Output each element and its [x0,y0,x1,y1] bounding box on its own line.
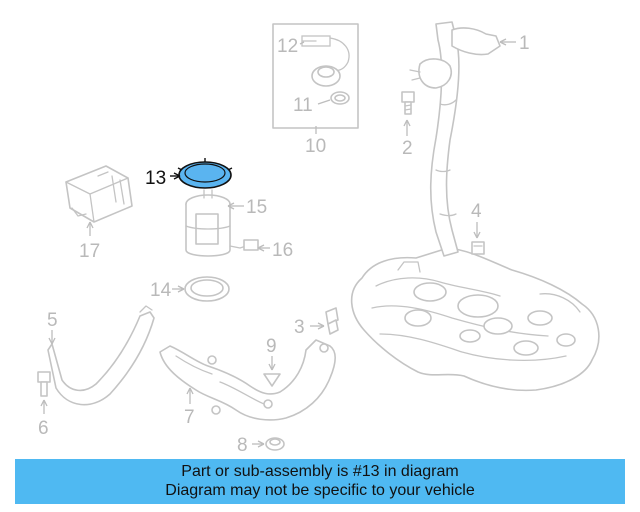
callout-7: 7 [184,407,195,428]
filler-neck [409,21,501,257]
pump-seal-ring [184,276,230,302]
callout-17: 17 [79,241,100,262]
nut-8 [265,437,285,451]
callout-3: 3 [294,317,305,338]
callout-14: 14 [150,280,172,301]
callout-6: 6 [38,418,49,439]
fuel-tank [350,247,600,392]
fuel-level-sender [229,239,259,251]
callout-5: 5 [47,310,58,331]
callout-12: 12 [277,36,298,57]
lock-ring-highlighted[interactable] [177,158,233,189]
fuel-pump-control-module [65,165,133,223]
callout-4: 4 [471,201,482,222]
notice-line-disclaimer: Diagram may not be specific to your vehi… [165,482,475,499]
bolt-6 [37,371,51,397]
tank-strap [47,305,155,406]
fuel-pump-assembly [185,189,231,257]
callout-11: 11 [293,95,313,116]
callout-9: 9 [266,336,277,357]
heat-shield-bracket [159,339,337,421]
callout-8: 8 [237,435,248,456]
fuel-cap-group [272,23,359,129]
bolt-3 [325,307,339,335]
bolt-2 [401,91,415,115]
nut-9 [263,373,281,387]
callout-16: 16 [272,240,293,261]
callout-13-highlighted: 13 [145,168,166,189]
bolt-4 [471,241,485,255]
callout-1: 1 [519,33,530,54]
notice-line-part: Part or sub-assembly is #13 in diagram [181,463,459,480]
callout-10: 10 [305,136,326,157]
leader-lines [40,38,516,448]
callout-labels: 1 2 3 4 5 6 7 8 9 10 11 12 13 14 15 16 1… [38,33,530,456]
callout-2: 2 [402,138,413,159]
diagram-notice-banner: Part or sub-assembly is #13 in diagram D… [15,459,625,504]
callout-15: 15 [246,197,267,218]
